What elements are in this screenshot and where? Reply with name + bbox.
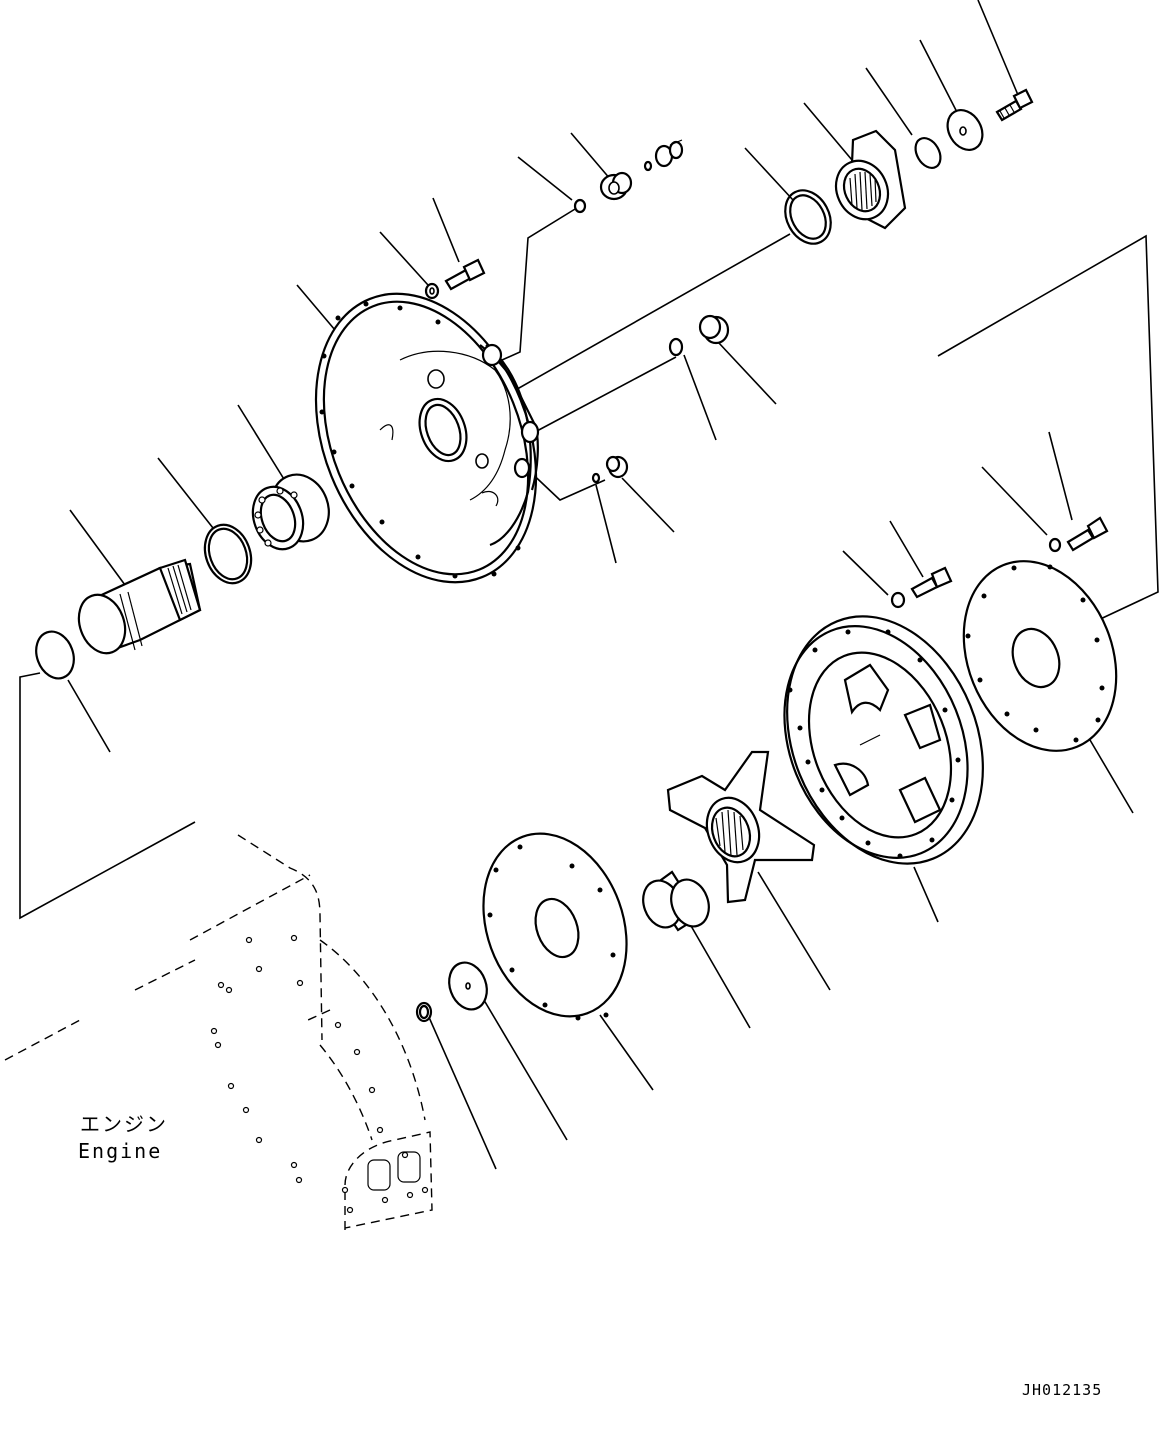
input-shaft [77, 558, 202, 655]
flywheel-housing [314, 292, 540, 584]
bolt-right-2 [890, 566, 953, 609]
snap-ring-top [784, 189, 832, 245]
plug-small-mid [591, 455, 629, 484]
small-disc [448, 961, 488, 1011]
leader-lines [19, 0, 1159, 1170]
cover-plate-right [962, 560, 1118, 752]
bearing [251, 473, 330, 551]
cross-hub [666, 750, 816, 904]
plug-top [573, 171, 633, 214]
engine-label-en: Engine [78, 1139, 163, 1163]
washer-plate-top [946, 109, 984, 151]
splined-flange-coupling [834, 129, 907, 230]
bolt-housing [424, 258, 486, 300]
damper-disc [482, 832, 628, 1021]
bushing [642, 870, 710, 932]
coupling-housing [783, 615, 984, 865]
engine-label-jp: エンジン [80, 1112, 168, 1136]
plug-mid [668, 314, 730, 357]
spring-pin [415, 1001, 433, 1023]
engine-outline [4, 834, 433, 1230]
cap-left [35, 630, 75, 680]
bolt-right-1 [1048, 516, 1109, 553]
bolt-top-right [995, 88, 1034, 122]
snap-ring-bearing [203, 523, 253, 585]
drawing-code: JH012135 [1022, 1381, 1103, 1399]
o-ring-top [914, 136, 942, 170]
fitting-top [643, 139, 684, 172]
